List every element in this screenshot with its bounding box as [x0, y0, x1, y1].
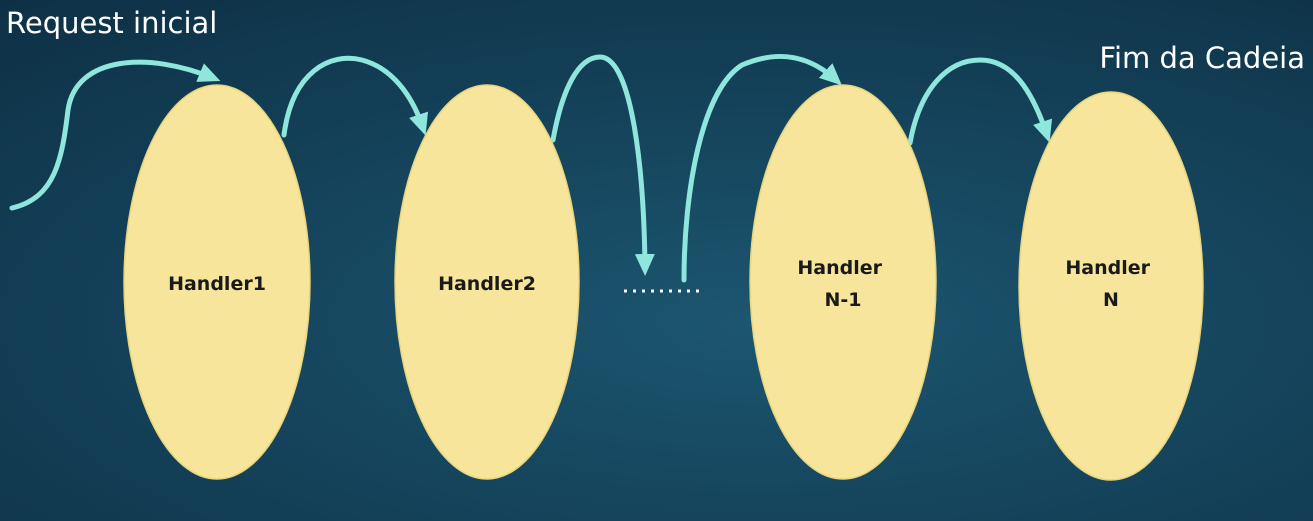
handler-oval — [394, 84, 580, 480]
arrow-ellipsis-to-handlerN1 — [681, 53, 842, 283]
arrow-request-to-handler1 — [9, 59, 221, 211]
handler-label-line: Handler1 — [168, 273, 266, 295]
handler-label-line: N — [1103, 289, 1119, 311]
handler-oval — [749, 84, 937, 480]
end-label: Fim da Cadeia — [1099, 41, 1305, 75]
handler-n-minus-1: Handler N-1 — [749, 84, 937, 480]
handler-label-line: Handler — [1065, 257, 1150, 279]
handler-n: Handler N — [1018, 91, 1204, 481]
handler-label: Handler N-1 — [797, 257, 888, 311]
arrow-handlerN1-to-handlerN — [907, 57, 1053, 146]
handler-oval — [1018, 91, 1204, 481]
arrow-handler2-to-ellipsis — [550, 54, 655, 276]
handler-2: Handler2 — [394, 84, 580, 480]
handler-label-line: Handler2 — [438, 273, 536, 295]
handler-oval — [123, 84, 311, 480]
start-label: Request inicial — [6, 6, 217, 40]
handler-label: Handler2 — [438, 273, 536, 295]
handler-1: Handler1 — [123, 84, 311, 480]
handler-label: Handler N — [1065, 257, 1156, 311]
handler-label-line: N-1 — [824, 289, 861, 311]
handler-label-line: Handler — [797, 257, 882, 279]
arrow-handler1-to-handler2 — [281, 55, 429, 138]
handler-label: Handler1 — [168, 273, 266, 295]
